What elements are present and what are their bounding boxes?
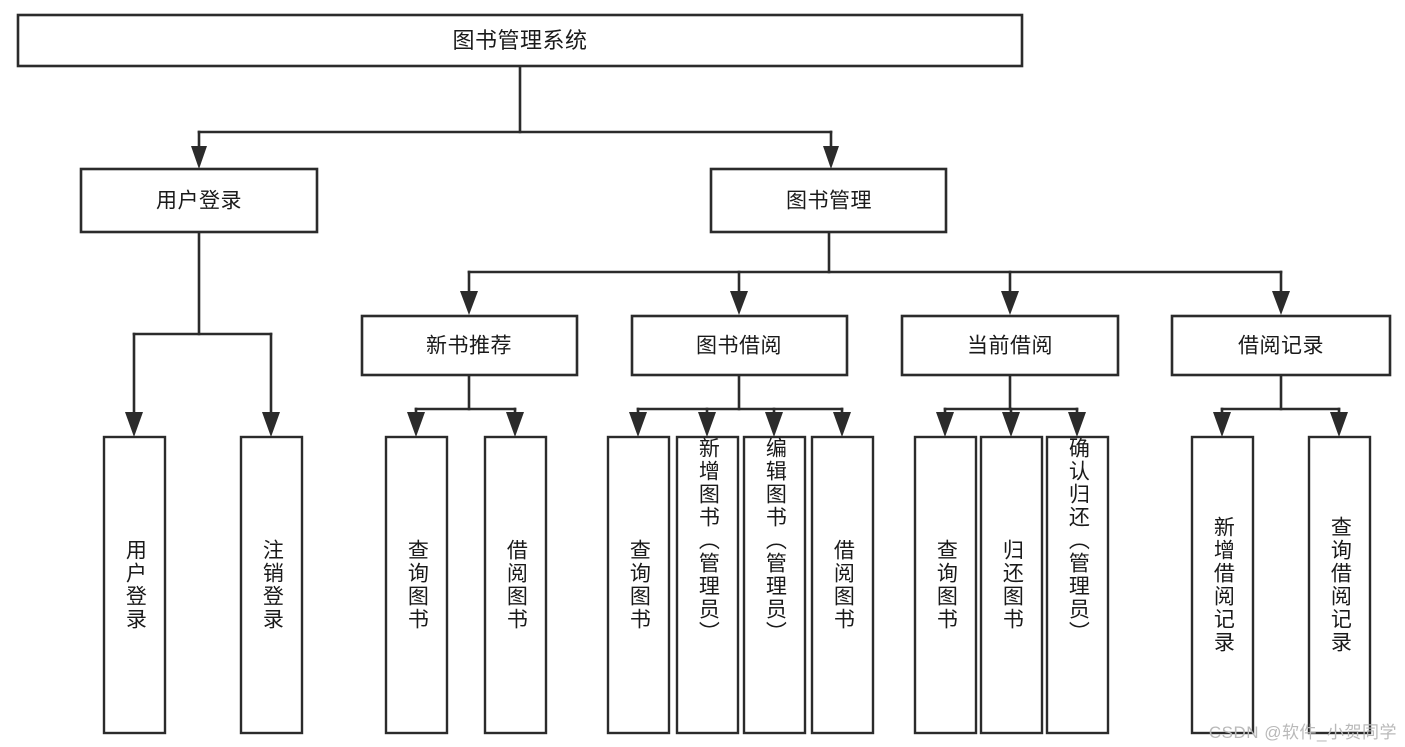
arrow-head-leaf-borrow-book-2 — [833, 412, 851, 437]
arrow-head-leaf-query-record — [1330, 412, 1348, 437]
arrow-head-book-borrow — [730, 291, 748, 315]
arrow-head-leaf-user-login — [125, 412, 143, 437]
node-root-system[interactable]: 图书管理系统 — [16, 13, 1024, 68]
arrow-head-leaf-logout — [262, 412, 280, 437]
node-user-login-box[interactable] — [79, 167, 319, 234]
node-book-borrow-box[interactable] — [630, 314, 849, 377]
node-user-login-label: 用户登录 — [156, 190, 242, 213]
node-book-manage-box[interactable] — [709, 167, 948, 234]
leaf-box-layer — [102, 435, 1372, 735]
arrow-head-current-borrow — [1001, 291, 1019, 315]
connector-layer — [125, 64, 1348, 437]
node-current-borrow[interactable]: 当前借阅 — [900, 314, 1120, 377]
leaf-box-query-book-2[interactable] — [606, 435, 671, 735]
node-new-book-recommend-box[interactable] — [360, 314, 579, 377]
leaf-box-query-book-1[interactable] — [384, 435, 449, 735]
node-borrow-record[interactable]: 借阅记录 — [1170, 314, 1392, 377]
node-book-manage[interactable]: 图书管理 — [709, 167, 948, 234]
node-current-borrow-box[interactable] — [900, 314, 1120, 377]
node-root-box[interactable] — [16, 13, 1024, 68]
arrow-head-leaf-query-book-1 — [407, 412, 425, 437]
node-user-login[interactable]: 用户登录 — [79, 167, 319, 234]
arrow-head-leaf-borrow-book-1 — [506, 412, 524, 437]
node-current-borrow-label: 当前借阅 — [967, 335, 1053, 358]
arrow-head-leaf-confirm-return — [1068, 412, 1086, 437]
arrow-head-leaf-query-book-3 — [936, 412, 954, 437]
node-new-book-recommend-label: 新书推荐 — [426, 335, 512, 358]
leaf-box-query-book-3[interactable] — [913, 435, 978, 735]
arrow-head-leaf-add-book — [698, 412, 716, 437]
arrow-head-user-login — [191, 146, 207, 169]
arrow-head-leaf-return-book — [1002, 412, 1020, 437]
arrow-head-new-book-recommend — [460, 291, 478, 315]
node-borrow-record-box[interactable] — [1170, 314, 1392, 377]
arrow-head-leaf-edit-book — [765, 412, 783, 437]
leaf-box-query-borrow-record[interactable] — [1307, 435, 1372, 735]
node-book-borrow[interactable]: 图书借阅 — [630, 314, 849, 377]
leaf-box-borrow-book-1[interactable] — [483, 435, 548, 735]
leaf-box-edit-book-admin[interactable] — [742, 435, 807, 735]
node-book-manage-label: 图书管理 — [786, 190, 872, 213]
arrow-head-leaf-add-record — [1213, 412, 1231, 437]
node-borrow-record-label: 借阅记录 — [1238, 335, 1324, 358]
node-new-book-recommend[interactable]: 新书推荐 — [360, 314, 579, 377]
arrow-head-book-manage — [823, 146, 839, 169]
arrow-head-leaf-query-book-2 — [629, 412, 647, 437]
node-root-label: 图书管理系统 — [452, 28, 587, 53]
arrow-head-borrow-record — [1272, 291, 1290, 315]
leaf-box-add-book-admin[interactable] — [675, 435, 740, 735]
leaf-box-logout[interactable] — [239, 435, 304, 735]
leaf-box-add-borrow-record[interactable] — [1190, 435, 1255, 735]
leaf-box-return-book[interactable] — [979, 435, 1044, 735]
leaf-box-user-login[interactable] — [102, 435, 167, 735]
node-book-borrow-label: 图书借阅 — [696, 335, 782, 358]
leaf-box-borrow-book-2[interactable] — [810, 435, 875, 735]
leaf-box-confirm-return-admin[interactable] — [1045, 435, 1110, 735]
